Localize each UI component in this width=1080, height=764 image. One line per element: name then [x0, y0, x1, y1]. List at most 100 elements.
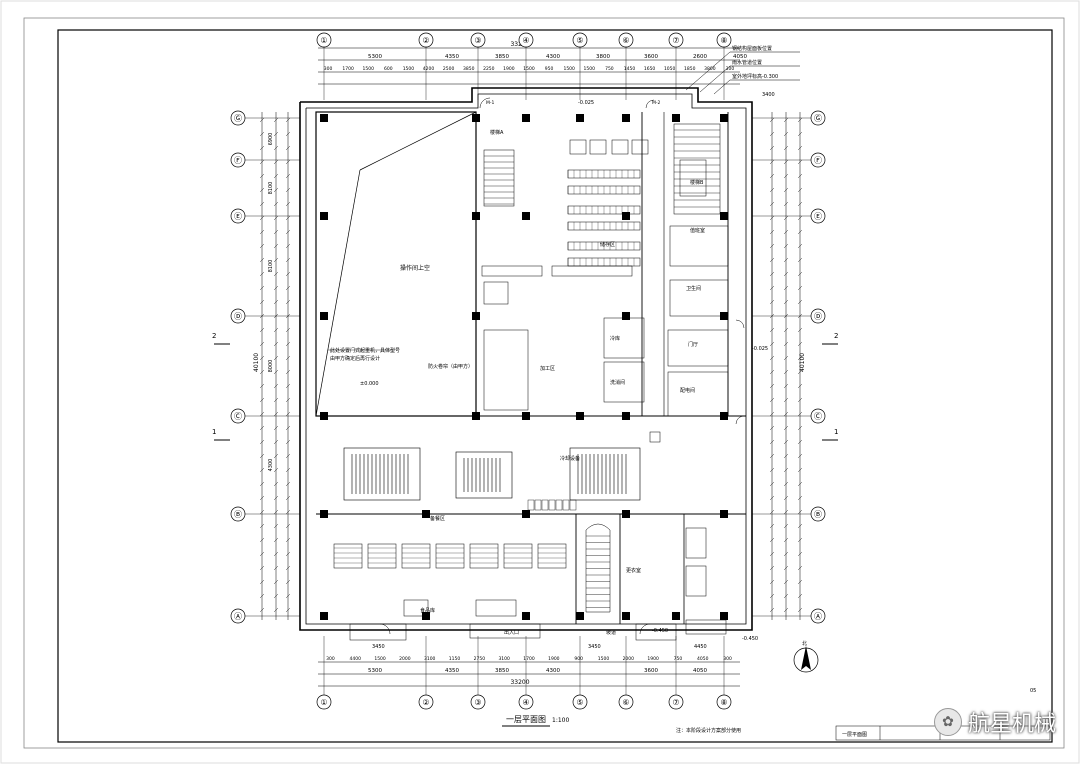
level-low: -0.450 [652, 628, 668, 634]
bottom-detail-14: 750 [674, 656, 683, 662]
dim-3400: 3400 [762, 92, 775, 98]
top-span-0: 5300 [368, 54, 382, 60]
bottom-axis-5: ⑤ [576, 698, 583, 707]
top-detail-12: 1500 [563, 66, 575, 72]
bottom-detail-8: 1700 [523, 656, 535, 662]
left-span-2: 8100 [268, 260, 274, 273]
top-detail-14: 750 [605, 66, 614, 72]
dim-3450-a: 3450 [372, 644, 385, 650]
bottom-span-1: 4350 [445, 668, 459, 674]
void-above-diagonal [315, 111, 477, 417]
left-axis-5: Ⓒ [234, 412, 242, 421]
bottom-detail-5: 1150 [449, 656, 461, 662]
top-detail-3: 600 [384, 66, 393, 72]
left-axis-2: Ⓕ [234, 156, 242, 165]
section-mark-right-1: 1 [834, 428, 838, 436]
room-cold: 冷库 [610, 335, 620, 342]
stair-a [483, 149, 515, 207]
process-equipment [343, 431, 661, 511]
room-stair-a: 楼梯A [490, 129, 504, 136]
top-span-6: 2600 [693, 54, 707, 60]
bottom-detail-10: 900 [574, 656, 583, 662]
ramp-note: 坡道 [606, 629, 616, 636]
north-label: 北 [802, 640, 807, 647]
room-lobby: 门厅 [688, 341, 698, 348]
exit-label: 出入口 [504, 629, 519, 636]
top-detail-0: 300 [324, 66, 333, 72]
top-detail-18: 1850 [684, 66, 696, 72]
bottom-axis-4: ④ [522, 698, 529, 707]
drawing-frame [57, 29, 1053, 743]
wechat-icon: ✿ [933, 708, 962, 736]
top-span-4: 3800 [596, 54, 610, 60]
dim-4450: 4450 [694, 644, 707, 650]
right-axis-6: Ⓑ [814, 510, 822, 519]
level-out: -0.450 [742, 636, 758, 642]
left-axis-3: Ⓔ [234, 212, 242, 221]
bottom-axis-8: ⑧ [720, 698, 727, 707]
right-axis-4: Ⓓ [814, 312, 822, 321]
room-electrical: 配电间 [680, 387, 695, 394]
top-detail-5: 4200 [423, 66, 435, 72]
room-changing: 更衣室 [626, 567, 641, 574]
section-mark-left-1: 1 [212, 428, 216, 436]
top-detail-10: 1500 [523, 66, 535, 72]
top-detail-9: 1900 [503, 66, 515, 72]
bottom-detail-11: 1500 [598, 656, 610, 662]
left-axis-6: Ⓑ [234, 510, 242, 519]
door-m2: M-2 [652, 100, 661, 106]
entrance-steps [349, 619, 727, 641]
bottom-axis-6: ⑥ [622, 698, 629, 707]
bottom-detail-9: 1900 [548, 656, 560, 662]
bottom-detail-7: 3100 [498, 656, 510, 662]
left-axis-1: Ⓖ [234, 114, 242, 123]
top-detail-16: 1650 [644, 66, 656, 72]
level-right: -0.025 [752, 346, 768, 352]
top-span-3: 4300 [546, 54, 560, 60]
top-span-1: 4350 [445, 54, 459, 60]
dim-3450-b: 3450 [588, 644, 601, 650]
bottom-detail-0: 300 [326, 656, 335, 662]
drawing-scale: 1:100 [552, 717, 569, 724]
top-detail-19: 3800 [704, 66, 716, 72]
top-detail-17: 1050 [664, 66, 676, 72]
left-span-1: 8100 [268, 182, 274, 195]
stair-c [585, 523, 611, 613]
top-axis-5: ⑤ [576, 36, 583, 45]
right-axis-1: Ⓖ [814, 114, 822, 123]
top-axis-8: ⑧ [720, 36, 727, 45]
top-total-dim: 33200 [510, 41, 529, 48]
top-axis-2: ② [422, 36, 429, 45]
level-main-hall: ±0.000 [360, 381, 379, 387]
office-block [667, 225, 729, 417]
drawing-note: 注：本阶段设计方案部分使用 [676, 727, 741, 734]
section-mark-left-2: 2 [212, 332, 216, 340]
top-right-notes [685, 51, 800, 95]
storage-racks [481, 139, 649, 277]
title-block-name: 一层平面图 [842, 732, 867, 738]
room-storage: 储存区 [600, 241, 615, 248]
left-total-dim: 40100 [253, 353, 260, 372]
bottom-span-2: 3850 [495, 668, 509, 674]
top-detail-1: 1700 [342, 66, 354, 72]
bottom-total-dim: 33200 [510, 679, 529, 686]
room-wash: 洗消间 [610, 379, 625, 386]
top-axis-4: ④ [522, 36, 529, 45]
equip-label: 冷却设备 [560, 455, 580, 462]
room-stair-b: 楼梯B [690, 179, 704, 186]
top-axis-3: ③ [474, 36, 481, 45]
mid-rooms [483, 281, 645, 411]
top-detail-6: 2500 [443, 66, 455, 72]
top-note-3: 室外地坪标高-0.300 [732, 73, 778, 80]
room-toilet: 卫生间 [686, 285, 701, 292]
top-detail-8: 2250 [483, 66, 495, 72]
right-total-dim: 40100 [799, 353, 806, 372]
bottom-detail-1: 4400 [350, 656, 362, 662]
room-process: 加工区 [540, 365, 555, 372]
bottom-detail-15: 4050 [697, 656, 709, 662]
